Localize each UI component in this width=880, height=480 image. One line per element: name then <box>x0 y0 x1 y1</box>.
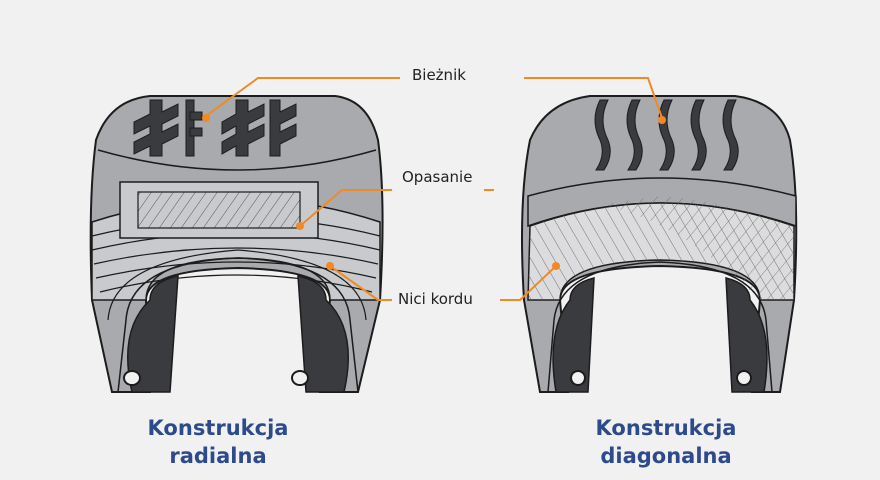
callout-dots <box>202 114 666 270</box>
caption-diagonal: Konstrukcja diagonalna <box>536 414 796 470</box>
caption-radial: Konstrukcja radialna <box>88 414 348 470</box>
caption-radial-line2: radialna <box>169 444 267 468</box>
caption-diagonal-line1: Konstrukcja <box>595 416 737 440</box>
radial-tire <box>89 95 384 393</box>
callout-line-tread-radial <box>205 77 400 117</box>
diagonal-tire <box>521 95 798 393</box>
callout-dot <box>326 262 334 270</box>
diagonal-left-cavity <box>552 277 595 393</box>
caption-diagonal-line2: diagonalna <box>600 444 732 468</box>
callout-line-cord-diagonal <box>500 265 557 301</box>
radial-left-cavity <box>127 275 179 393</box>
callout-dot <box>202 114 210 122</box>
diagonal-right-cavity <box>725 277 768 393</box>
callout-dot <box>296 222 304 230</box>
callout-dot <box>658 116 666 124</box>
callout-line-belt <box>299 189 392 227</box>
callout-line-tread-diagonal <box>524 77 663 119</box>
caption-radial-line1: Konstrukcja <box>147 416 289 440</box>
callout-line-cord-radial <box>329 265 392 301</box>
callout-lines <box>205 77 663 301</box>
callout-label-cord: Nici kordu <box>398 290 473 308</box>
callout-label-tread: Bieżnik <box>412 66 466 84</box>
callout-label-belt: Opasanie <box>402 168 473 186</box>
callout-dot <box>552 262 560 270</box>
radial-right-cavity <box>297 275 349 393</box>
radial-tread <box>133 99 297 157</box>
